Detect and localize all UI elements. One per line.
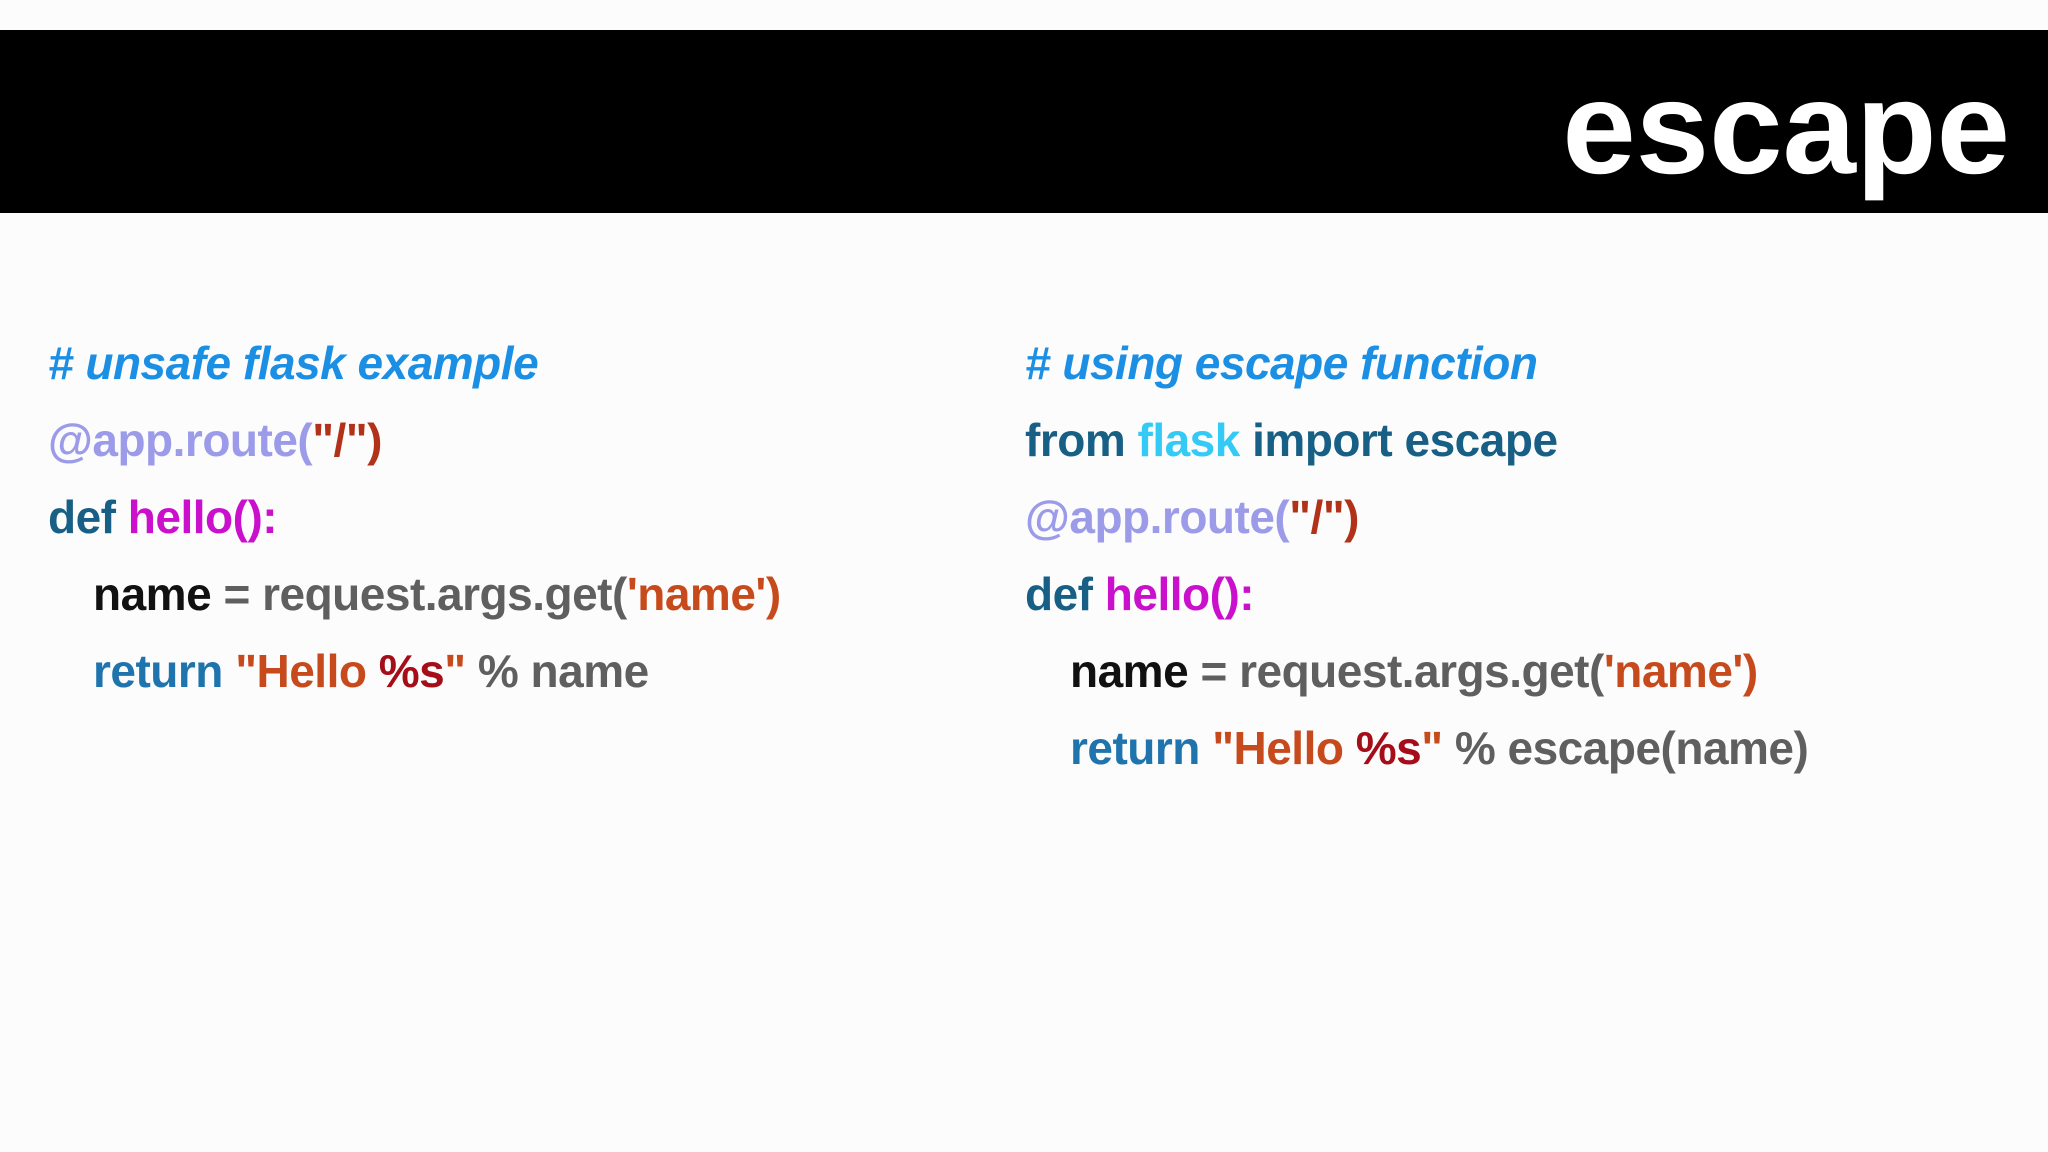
code-token: # unsafe flask example	[48, 337, 539, 389]
code-line: @app.route("/")	[1025, 479, 1808, 556]
code-token: 'name')	[1603, 645, 1758, 697]
code-line: name = request.args.get('name')	[1025, 633, 1808, 710]
code-token: = request.args.get(	[211, 568, 627, 620]
code-token: %s	[1355, 722, 1422, 774]
code-token: hello():	[127, 491, 278, 543]
slide-title: escape	[1562, 53, 2010, 201]
code-token: % name	[465, 645, 649, 697]
code-token: import escape	[1239, 414, 1558, 466]
code-token: = request.args.get(	[1188, 645, 1604, 697]
code-line: from flask import escape	[1025, 402, 1808, 479]
code-token: hello():	[1104, 568, 1255, 620]
code-token: from	[1025, 414, 1138, 466]
code-token: "/")	[312, 414, 382, 466]
code-token: % escape(name)	[1442, 722, 1809, 774]
code-block-escape-function-example: # using escape function from flask import…	[1025, 325, 1809, 787]
code-token: 'name')	[626, 568, 781, 620]
code-token: flask	[1137, 414, 1241, 466]
code-token: @app.route(	[48, 414, 313, 466]
code-token: "	[444, 645, 466, 697]
code-token: "/")	[1289, 491, 1359, 543]
code-block-unsafe-flask-example: # unsafe flask example@app.route("/")def…	[48, 325, 781, 710]
code-token: "Hello	[1212, 722, 1356, 774]
code-line: def hello():	[1025, 556, 1808, 633]
code-token: "Hello	[235, 645, 379, 697]
code-token: %s	[378, 645, 445, 697]
code-token: def	[1025, 568, 1105, 620]
slide-title-bar: escape	[0, 30, 2048, 213]
code-token: return	[93, 645, 236, 697]
code-line: name = request.args.get('name')	[48, 556, 781, 633]
code-token: return	[1070, 722, 1213, 774]
code-line: # unsafe flask example	[48, 325, 781, 402]
code-line: @app.route("/")	[48, 402, 781, 479]
code-token: name	[1070, 645, 1189, 697]
code-token: name	[93, 568, 212, 620]
code-token: # using escape function	[1025, 337, 1538, 389]
code-token: "	[1421, 722, 1443, 774]
code-line: return "Hello %s" % escape(name)	[1025, 710, 1809, 787]
code-token: def	[48, 491, 128, 543]
code-line: # using escape function	[1025, 325, 1808, 402]
code-line: def hello():	[48, 479, 781, 556]
code-line: return "Hello %s" % name	[48, 633, 781, 710]
code-token: @app.route(	[1025, 491, 1290, 543]
